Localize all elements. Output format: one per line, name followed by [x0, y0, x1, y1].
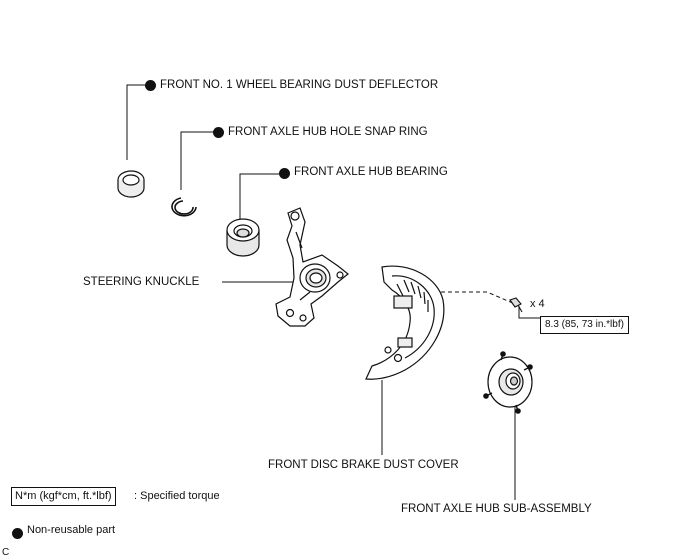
corner-mark: C: [2, 547, 10, 558]
legend-nonreusable-icon: [12, 528, 23, 539]
dust-deflector-part: [117, 170, 145, 198]
nonreusable-marker-dust-deflector: [145, 80, 156, 91]
label-hub-bearing: FRONT AXLE HUB BEARING: [294, 166, 448, 178]
nonreusable-marker-snap-ring: [213, 127, 224, 138]
legend-nonreusable-description: Non-reusable part: [27, 524, 116, 536]
label-steering-knuckle: STEERING KNUCKLE: [83, 276, 200, 288]
bolt-install-line: [427, 291, 516, 305]
bolt-part: [509, 297, 523, 313]
leader-hub-bearing: [239, 173, 281, 222]
legend-torque-description: : Specified torque: [134, 490, 220, 502]
torque-spec-box: 8.3 (85, 73 in.*lbf): [540, 316, 629, 334]
dust-cover-part: [365, 265, 445, 380]
hub-bearing-part: [226, 218, 260, 257]
label-hub-sub-assembly: FRONT AXLE HUB SUB-ASSEMBLY: [401, 503, 592, 515]
leader-torque: [518, 306, 540, 319]
label-snap-ring: FRONT AXLE HUB HOLE SNAP RING: [228, 126, 428, 138]
steering-knuckle-part: [275, 207, 349, 327]
label-dust-cover: FRONT DISC BRAKE DUST COVER: [268, 459, 459, 471]
nonreusable-marker-hub-bearing: [279, 168, 290, 179]
leader-snap-ring: [180, 131, 215, 190]
legend-torque-box: N*m (kgf*cm, ft.*lbf): [11, 487, 116, 506]
label-dust-deflector: FRONT NO. 1 WHEEL BEARING DUST DEFLECTOR: [160, 79, 439, 91]
snap-ring-part: [171, 197, 197, 217]
label-bolt-count: x 4: [530, 298, 545, 310]
hub-sub-assembly-part: [483, 351, 533, 414]
leader-dust-deflector: [126, 84, 147, 160]
